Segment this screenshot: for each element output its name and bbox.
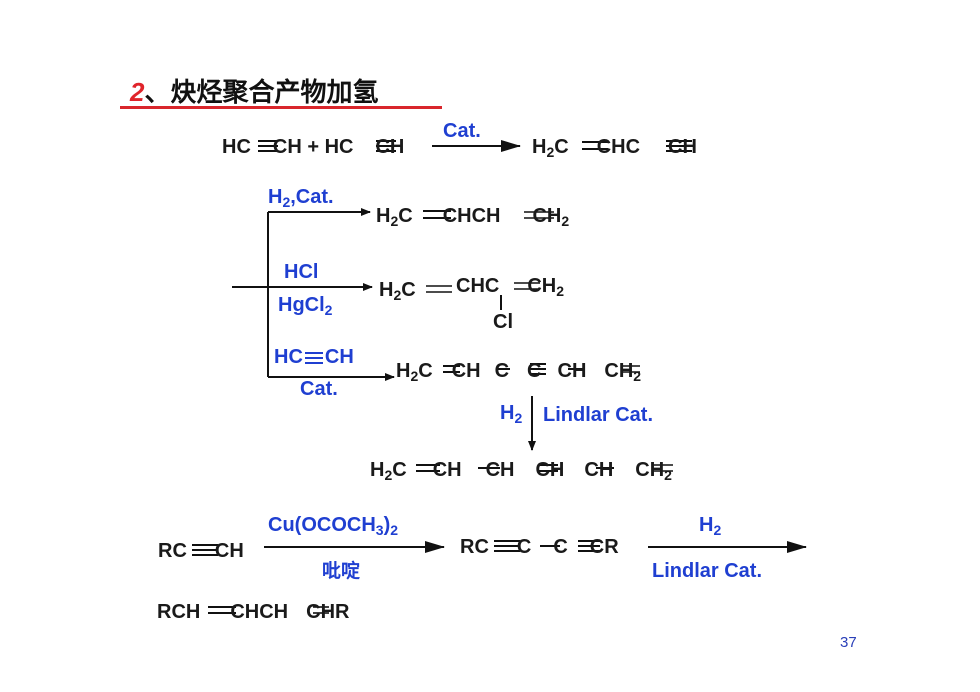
reagent-copper-acetate: Cu(OCOCH3)2 [268, 514, 399, 538]
title-number: 2 [130, 77, 145, 107]
double-bond [426, 285, 452, 293]
triple-bond [192, 544, 218, 556]
reagent-pyridine: 吡啶 [322, 561, 361, 582]
reagent-hgcl2: HgCl2 [278, 294, 333, 318]
double-bond [539, 464, 558, 472]
double-bond [443, 365, 460, 373]
title-underline [120, 106, 442, 109]
triple-bond [494, 540, 520, 552]
triple-bond [530, 363, 546, 375]
title-separator: 、 [144, 77, 171, 107]
slide-title: 2、炔烃聚合产物加氢 [130, 72, 379, 109]
double-bond [524, 211, 554, 219]
triple-bond [578, 540, 600, 552]
triple-bond [304, 352, 323, 364]
lindlar-catalyst: Lindlar Cat. [543, 404, 654, 426]
catalyst-label: Cat. [443, 120, 481, 142]
double-bond [208, 606, 236, 614]
product-chloroprene: H2C [379, 279, 416, 303]
page-number: 37 [840, 634, 857, 651]
lindlar-catalyst-final: Lindlar Cat. [652, 560, 763, 582]
catalyst-label-2: Cat. [300, 378, 338, 400]
double-bond [416, 464, 440, 472]
triple-bond [258, 140, 278, 152]
triple-bond [666, 140, 692, 152]
double-bond [423, 210, 451, 219]
double-bond [313, 606, 329, 614]
title-text: 炔烃聚合产物加氢 [170, 77, 379, 107]
reagent-hcl: HCl [284, 261, 319, 283]
reagent-h2: H2 [500, 402, 523, 426]
triple-bond [376, 140, 396, 152]
double-bond [653, 464, 673, 472]
double-bond [514, 282, 540, 290]
substituent-cl: Cl [493, 311, 513, 333]
double-bond [582, 141, 608, 150]
reagent-h2-cat: H2,Cat. [268, 186, 334, 210]
double-bond [623, 365, 640, 373]
reagent-h2-final: H2 [699, 514, 722, 538]
